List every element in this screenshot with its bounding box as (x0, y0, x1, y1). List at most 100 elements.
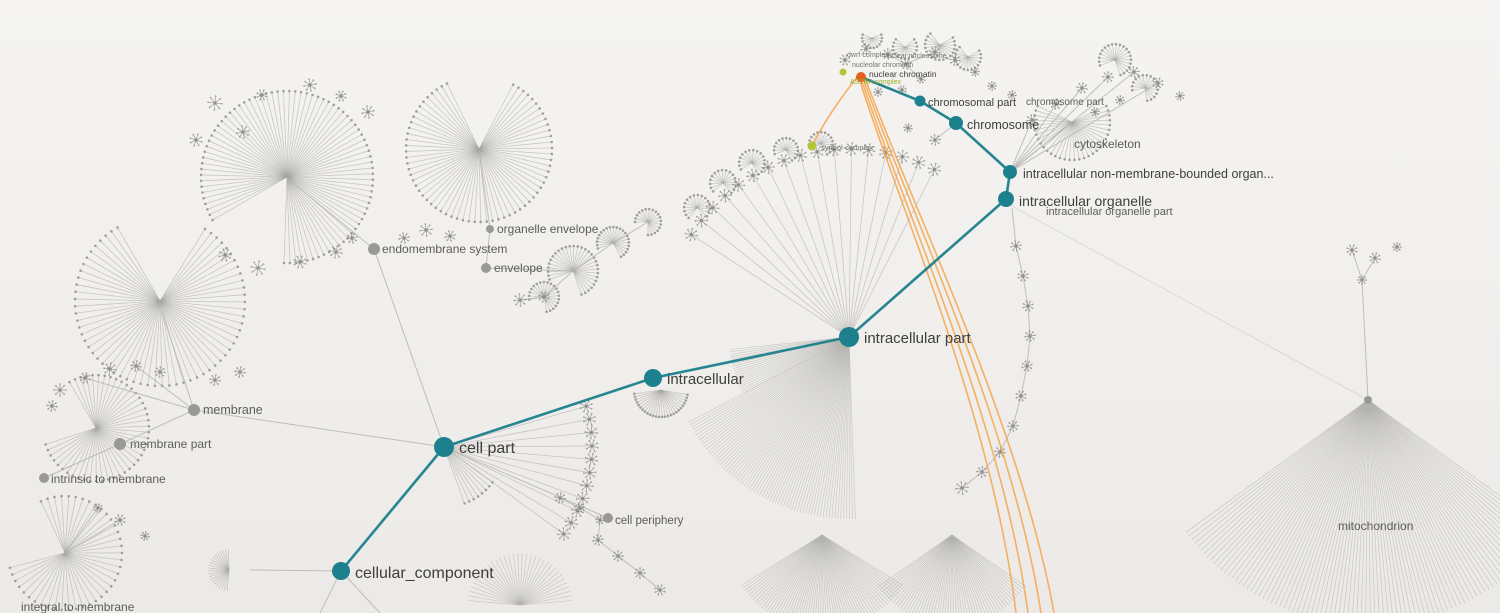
star-node[interactable] (579, 478, 594, 493)
star-node[interactable] (361, 105, 375, 119)
star-node[interactable] (1007, 90, 1017, 100)
star-node[interactable] (582, 465, 597, 480)
star-node[interactable] (684, 227, 699, 242)
label-cellular-component[interactable]: cellular_component (355, 565, 494, 582)
star-node[interactable] (79, 372, 91, 384)
label-cytoskeleton[interactable]: cytoskeleton (1074, 137, 1141, 151)
label-intracellular[interactable]: intracellular (667, 371, 744, 388)
node-cell-part[interactable] (434, 437, 454, 457)
star-node[interactable] (584, 425, 599, 440)
star-node[interactable] (207, 95, 223, 111)
star-node[interactable] (882, 48, 894, 60)
node-envelope[interactable] (481, 263, 491, 273)
star-node[interactable] (861, 143, 876, 157)
node-endomembrane-system[interactable] (368, 243, 380, 255)
node-chromosomal-part[interactable] (914, 95, 926, 107)
star-node[interactable] (1015, 390, 1027, 402)
star-node[interactable] (1017, 270, 1029, 282)
star-node[interactable] (976, 466, 988, 478)
star-node[interactable] (1007, 420, 1019, 432)
node-intracellular-part[interactable] (839, 327, 859, 347)
star-node[interactable] (900, 58, 912, 70)
star-node[interactable] (860, 43, 872, 55)
label-nuclear-chromatin[interactable]: nuclear chromatin (869, 69, 937, 79)
label-integral-to-membrane[interactable]: integral to membrane (21, 600, 135, 613)
star-node[interactable] (398, 232, 410, 244)
star-node[interactable] (777, 154, 791, 168)
star-node[interactable] (335, 90, 347, 102)
star-node[interactable] (839, 54, 851, 66)
label-intrinsic-to-membrane[interactable]: intrinsic to membrane (51, 472, 166, 486)
node-cellular-component[interactable] (332, 562, 350, 580)
star-node[interactable] (209, 374, 221, 386)
star-node[interactable] (236, 125, 250, 139)
star-node[interactable] (1090, 107, 1100, 117)
node-intrinsic-to-membrane[interactable] (39, 473, 49, 483)
star-node[interactable] (1050, 98, 1062, 110)
star-node[interactable] (575, 503, 585, 513)
label-chromosome[interactable]: chromosome (967, 118, 1039, 132)
label-organelle-envelope[interactable]: organelle envelope (497, 222, 599, 236)
star-node[interactable] (612, 550, 624, 562)
star-node[interactable] (46, 400, 58, 412)
label-membrane-part[interactable]: membrane part (130, 437, 212, 451)
star-node[interactable] (444, 230, 456, 242)
star-node[interactable] (189, 133, 203, 147)
node-astra-complex[interactable] (839, 68, 847, 76)
label-intracellular-organelle-part[interactable]: intracellular organelle part (1046, 206, 1173, 218)
label-chromosomal-part[interactable]: chromosomal part (928, 97, 1016, 109)
star-node[interactable] (949, 54, 961, 66)
label-intracellular-part[interactable]: intracellular part (864, 330, 972, 347)
star-node[interactable] (987, 81, 997, 91)
node-mitochondrion-apex[interactable] (1364, 396, 1372, 404)
star-node[interactable] (916, 74, 926, 84)
star-node[interactable] (1076, 82, 1088, 94)
star-node[interactable] (582, 412, 596, 426)
node-intracellular-non-membrane-bounded-organelle[interactable] (1003, 165, 1017, 179)
star-node[interactable] (346, 232, 358, 244)
star-node[interactable] (1021, 360, 1033, 372)
node-nuclear-chromatin[interactable] (856, 72, 866, 82)
star-node[interactable] (844, 142, 859, 156)
star-node[interactable] (585, 439, 599, 453)
star-node[interactable] (1022, 300, 1034, 312)
label-dwrf-complex[interactable]: dwrf-complex (847, 52, 889, 59)
star-node[interactable] (93, 503, 103, 513)
star-node[interactable] (1346, 244, 1358, 256)
star-node[interactable] (929, 134, 941, 146)
star-node[interactable] (256, 89, 268, 101)
label-envelope[interactable]: envelope (494, 261, 543, 275)
star-node[interactable] (1369, 252, 1381, 264)
star-node[interactable] (1175, 91, 1185, 101)
label-mitochondrion[interactable]: mitochondrion (1338, 519, 1413, 533)
node-cell-periphery[interactable] (603, 513, 613, 523)
label-intracellular-organelle[interactable]: intracellular organelle (1019, 193, 1152, 209)
label-nuclear-nucleosome[interactable]: nuclear nucleosome (884, 53, 947, 60)
star-node[interactable] (579, 399, 593, 413)
star-node[interactable] (694, 213, 709, 228)
star-node[interactable] (584, 452, 599, 467)
star-node[interactable] (554, 492, 566, 504)
star-node[interactable] (293, 255, 307, 269)
star-node[interactable] (234, 366, 246, 378)
star-node[interactable] (955, 481, 969, 495)
star-node[interactable] (1392, 242, 1402, 252)
star-node[interactable] (927, 162, 942, 177)
star-node[interactable] (595, 515, 605, 525)
star-node[interactable] (513, 293, 527, 307)
star-node[interactable] (970, 67, 980, 77)
star-node[interactable] (419, 223, 433, 237)
star-node[interactable] (1024, 330, 1036, 342)
star-node[interactable] (634, 567, 646, 579)
label-intracellular-non-membrane-bounded-organ[interactable]: intracellular non-membrane-bounded organ… (1023, 167, 1274, 181)
node-synpol-complex[interactable] (807, 141, 817, 151)
star-node[interactable] (592, 534, 604, 546)
star-node[interactable] (1357, 275, 1367, 285)
label-membrane[interactable]: membrane (203, 403, 263, 417)
label-nucleolar-chromatin[interactable]: nucleolar chromatin (852, 62, 913, 69)
star-node[interactable] (114, 514, 126, 526)
star-node[interactable] (1152, 77, 1164, 89)
star-node[interactable] (564, 516, 578, 530)
star-node[interactable] (154, 366, 166, 378)
